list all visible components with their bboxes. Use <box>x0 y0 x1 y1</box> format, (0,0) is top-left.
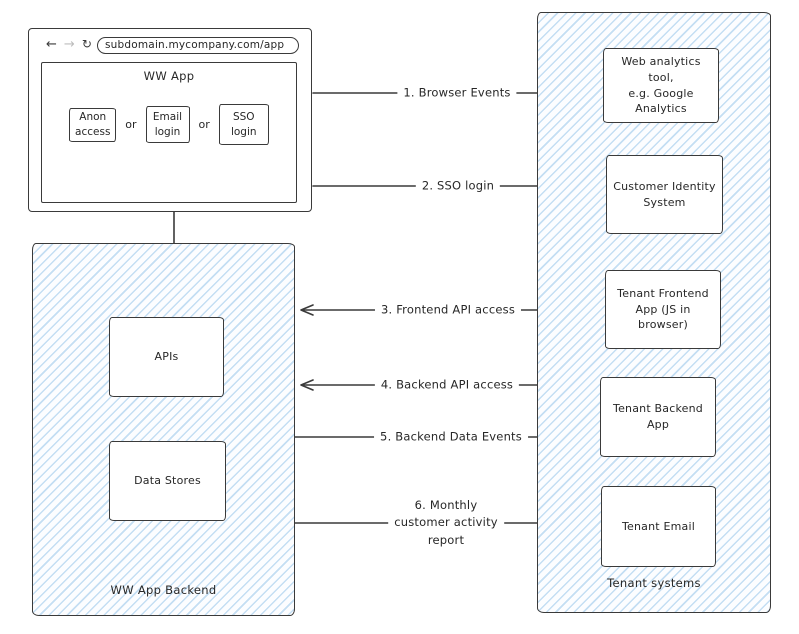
tenant-container: Web analytics tool, e.g. Google Analytic… <box>537 12 771 613</box>
backend-container: APIs Data Stores WW App Backend <box>32 243 295 616</box>
url-bar: subdomain.mycompany.com/app <box>97 37 299 54</box>
flow-label-backend-data-events: 5. Backend Data Events <box>374 427 528 447</box>
app-title: WW App <box>143 69 195 83</box>
tenant-title: Tenant systems <box>607 576 701 590</box>
flow-label-monthly-report: 6. Monthly customer activity report <box>388 496 504 550</box>
or-label: or <box>198 118 210 131</box>
customer-identity-box: Customer Identity System <box>606 155 723 234</box>
anon-access-box: Anon access <box>69 107 117 142</box>
flow-label-backend-api-access: 4. Backend API access <box>374 375 520 395</box>
tenant-backend-box: Tenant Backend App <box>600 377 716 457</box>
flow-label-sso-login: 2. SSO login <box>415 176 501 196</box>
backend-title: WW App Backend <box>110 583 217 597</box>
flow-label-browser-events: 1. Browser Events <box>397 83 517 103</box>
web-analytics-box: Web analytics tool, e.g. Google Analytic… <box>603 48 719 123</box>
sso-login-box: SSO login <box>218 104 269 145</box>
or-label: or <box>125 118 137 131</box>
app-frame: WW App Anon access or Email login or SSO… <box>41 62 297 203</box>
tenant-email-box: Tenant Email <box>601 486 716 567</box>
refresh-icon: ↻ <box>81 37 92 51</box>
apis-box: APIs <box>109 317 224 397</box>
forward-icon: → <box>63 36 75 52</box>
browser-window: ← → ↻ subdomain.mycompany.com/app WW App… <box>28 28 312 212</box>
datastores-box: Data Stores <box>109 441 226 521</box>
login-options-row: Anon access or Email login or SSO login <box>69 104 269 145</box>
browser-toolbar: ← → ↻ <box>29 29 311 59</box>
flow-label-frontend-api-access: 3. Frontend API access <box>374 300 522 320</box>
tenant-frontend-box: Tenant Frontend App (JS in browser) <box>605 270 721 349</box>
back-icon: ← <box>46 36 57 52</box>
email-login-box: Email login <box>145 106 190 143</box>
